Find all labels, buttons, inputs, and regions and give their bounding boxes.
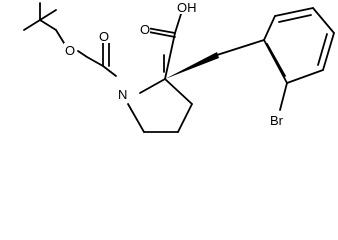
bond <box>139 78 166 94</box>
atom-o-label: O <box>98 29 111 44</box>
bond <box>55 29 65 44</box>
bond <box>177 103 193 133</box>
wedge-bond <box>165 52 219 79</box>
atom-o-label: O <box>139 22 150 37</box>
bond <box>23 19 41 31</box>
svg-text:N: N <box>118 87 127 102</box>
boc-carbamate <box>55 29 117 77</box>
bond <box>322 32 335 71</box>
bond <box>266 43 286 77</box>
svg-text:OH: OH <box>177 0 197 15</box>
bond <box>102 65 117 77</box>
bond <box>312 7 335 34</box>
bond <box>278 14 312 23</box>
bond <box>39 19 57 31</box>
carboxylic-acid <box>146 13 182 80</box>
atom-br-label: Br <box>270 113 292 128</box>
bond <box>86 56 104 67</box>
svg-text:Br: Br <box>270 113 284 128</box>
bond <box>263 15 276 41</box>
bond <box>164 78 193 105</box>
bond <box>77 50 88 58</box>
svg-text:O: O <box>140 22 150 37</box>
bond <box>274 7 314 17</box>
bond <box>279 82 288 111</box>
bond <box>164 32 176 80</box>
chemical-structure: OH O O O N Br <box>23 0 335 133</box>
atom-o-label: O <box>64 43 77 58</box>
svg-text:O: O <box>65 43 75 58</box>
atom-oh-label: OH <box>176 0 200 15</box>
bond <box>148 31 176 38</box>
bond <box>216 39 265 56</box>
bond <box>146 27 176 34</box>
bond <box>174 13 182 34</box>
bond <box>286 69 324 84</box>
svg-text:O: O <box>99 29 109 44</box>
bond <box>127 103 145 133</box>
pyrrolidine-ring <box>127 54 193 133</box>
tert-butyl-group <box>23 2 57 31</box>
atom-n-label: N <box>117 87 129 102</box>
benzene-ring <box>216 7 335 111</box>
bond <box>317 33 328 66</box>
bond <box>39 9 57 21</box>
